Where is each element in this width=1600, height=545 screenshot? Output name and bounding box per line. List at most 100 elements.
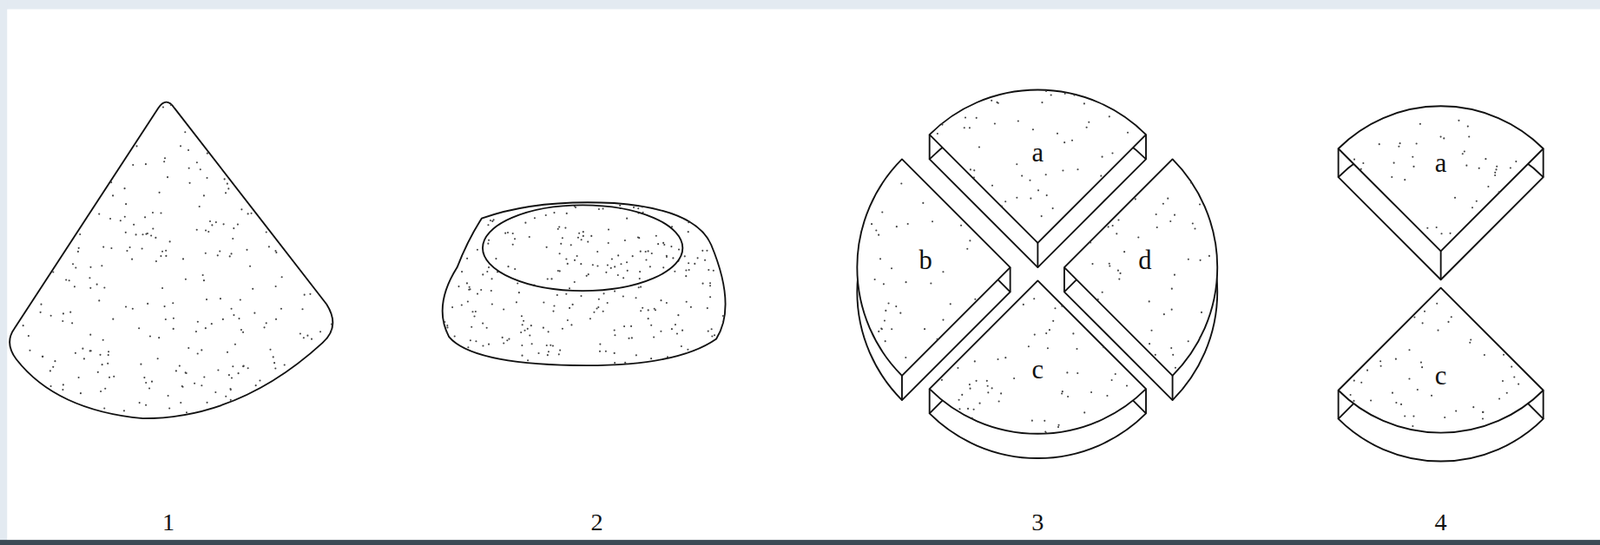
sand-dot <box>1120 126 1123 129</box>
sand-dot <box>230 135 232 138</box>
sand-dot <box>151 227 154 230</box>
sand-dot <box>671 328 673 330</box>
sand-dot <box>961 394 963 396</box>
sand-dot <box>1076 168 1079 171</box>
sand-dot <box>1332 356 1335 359</box>
sand-dot <box>974 298 976 301</box>
sand-dot <box>1297 359 1299 362</box>
sand-dot <box>1043 420 1046 422</box>
sand-dot <box>905 231 908 234</box>
sand-dot <box>900 305 903 308</box>
sand-dot <box>96 283 99 286</box>
sand-dot <box>1120 271 1123 274</box>
sand-dot <box>114 414 117 417</box>
sand-dot <box>1403 178 1406 181</box>
sand-dot <box>1072 213 1074 216</box>
sand-dot <box>896 145 899 148</box>
sand-dot <box>1192 115 1195 118</box>
sand-dot <box>1209 173 1212 176</box>
sand-dot <box>1203 115 1205 118</box>
sand-dot <box>1172 111 1175 114</box>
sand-dot <box>995 101 998 104</box>
sand-dot <box>939 144 942 147</box>
sand-dot <box>437 200 440 203</box>
sand-dot <box>1169 220 1172 223</box>
sand-dot <box>131 258 133 261</box>
sand-dot <box>1145 171 1147 174</box>
sand-dot <box>164 157 166 159</box>
sand-dot <box>887 302 889 304</box>
sand-dot <box>1008 189 1011 191</box>
quarter-edge <box>928 388 931 414</box>
sand-dot <box>72 263 74 265</box>
sand-dot <box>310 395 313 397</box>
sand-dot <box>711 335 713 337</box>
sand-dot <box>1297 295 1300 297</box>
sand-dot <box>531 342 534 345</box>
sand-dot <box>205 99 208 102</box>
sand-dot <box>707 330 710 333</box>
sand-dot <box>275 285 277 288</box>
sand-dot <box>981 294 983 297</box>
sand-dot <box>1032 128 1034 131</box>
sand-dot <box>1027 219 1029 222</box>
sand-dot <box>1082 227 1085 230</box>
sand-dot <box>108 376 111 379</box>
sand-dot <box>561 328 564 330</box>
sand-dot <box>1486 263 1489 265</box>
sand-dot <box>921 202 924 205</box>
sand-dot <box>1023 268 1026 270</box>
sand-dot <box>1538 381 1541 383</box>
sand-dot <box>1033 334 1036 336</box>
sand-dot <box>1005 138 1008 140</box>
sand-dot <box>1528 262 1531 264</box>
sand-dot <box>1360 246 1363 249</box>
sand-dot <box>942 320 945 323</box>
sand-dot <box>454 244 456 247</box>
sand-dot <box>1056 132 1059 135</box>
sand-dot <box>1071 139 1074 142</box>
sand-dot <box>564 227 567 230</box>
sand-dot <box>566 212 568 215</box>
sand-dot <box>250 212 252 215</box>
sand-dot <box>577 237 580 239</box>
sand-dot <box>1053 246 1055 249</box>
sand-dot <box>586 275 588 277</box>
sand-dot <box>159 255 162 257</box>
sand-dot <box>542 327 545 330</box>
sand-dot <box>1087 121 1090 124</box>
sand-dot <box>164 318 167 321</box>
sand-dot <box>730 362 732 364</box>
sand-dot <box>524 222 527 224</box>
sand-dot <box>941 319 944 322</box>
sand-dot <box>1004 200 1007 203</box>
sand-dot <box>980 174 982 177</box>
sand-dot <box>314 350 317 353</box>
sand-dot <box>1094 126 1097 129</box>
sand-dot <box>1561 118 1564 121</box>
sand-dot <box>1461 152 1464 155</box>
sand-dot <box>125 250 128 252</box>
sand-dot <box>624 239 626 242</box>
sand-dot <box>32 401 35 403</box>
sand-dot <box>625 363 628 366</box>
sand-dot <box>1185 171 1188 173</box>
sand-dot <box>1035 263 1038 266</box>
sand-dot <box>1103 151 1106 153</box>
sand-dot <box>1097 197 1100 200</box>
sand-dot <box>561 237 564 239</box>
sand-dot <box>993 230 995 232</box>
sand-dot <box>172 317 175 320</box>
sand-dot <box>257 190 260 192</box>
sand-dot <box>226 351 229 354</box>
sand-dot <box>103 408 106 410</box>
sand-dot <box>1126 318 1129 321</box>
sand-dot <box>1142 201 1145 204</box>
sand-dot <box>595 307 598 310</box>
sand-dot <box>8 136 11 139</box>
sand-dot <box>250 406 252 409</box>
sand-dot <box>1057 136 1060 139</box>
sand-dot <box>906 414 909 417</box>
sand-dot <box>476 249 479 251</box>
sand-dot <box>960 224 962 227</box>
